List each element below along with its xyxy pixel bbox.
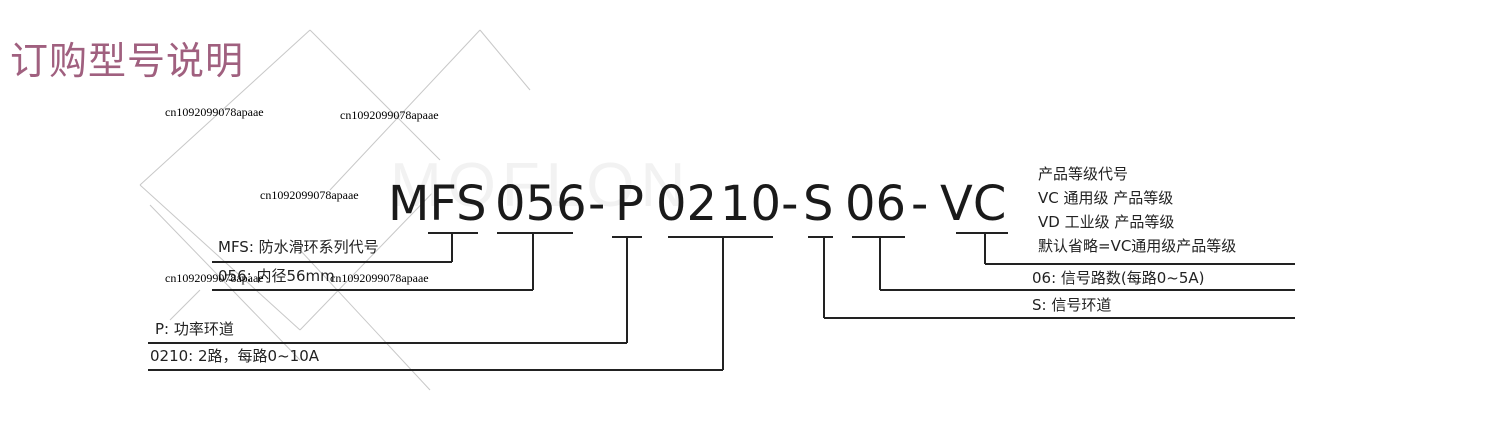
grade-heading: 产品等级代号 (1038, 165, 1129, 183)
label-mfs: MFS: 防水滑环系列代号 (218, 238, 379, 256)
code-s: S (803, 176, 834, 232)
grade-default: 默认省略=VC通用级产品等级 (1038, 237, 1237, 255)
code-dash: - (588, 176, 606, 232)
label-signal: S: 信号环道 (1032, 296, 1112, 314)
watermark-text: cn1092099078apaae (330, 271, 429, 285)
label-size: 056: 内径56mm (218, 267, 335, 285)
watermark-text: cn1092099078apaae (165, 105, 264, 119)
code-dash: - (911, 176, 929, 232)
label-power: P: 功率环道 (155, 320, 234, 338)
code-size: 056 (495, 176, 587, 232)
grade-vc: VC 通用级 产品等级 (1038, 189, 1174, 207)
grade-vd: VD 工业级 产品等级 (1038, 213, 1175, 231)
watermark-text: cn1092099078apaae (165, 271, 264, 285)
code-06: 06 (845, 176, 907, 232)
code-mfs: MFS (388, 176, 487, 232)
watermark-text: cn1092099078apaae (260, 188, 359, 202)
label-power-detail: 0210: 2路，每路0~10A (150, 347, 319, 365)
code-p: P (615, 176, 644, 232)
background-watermark: MOFLON (390, 151, 692, 220)
code-10: 10- (720, 176, 799, 232)
label-signal-count: 06: 信号路数(每路0~5A) (1032, 269, 1205, 287)
page-title: 订购型号说明 (10, 39, 245, 83)
watermark-text: cn1092099078apaae (340, 108, 439, 122)
code-vc: VC (940, 176, 1007, 232)
code-02: 02 (656, 176, 718, 232)
